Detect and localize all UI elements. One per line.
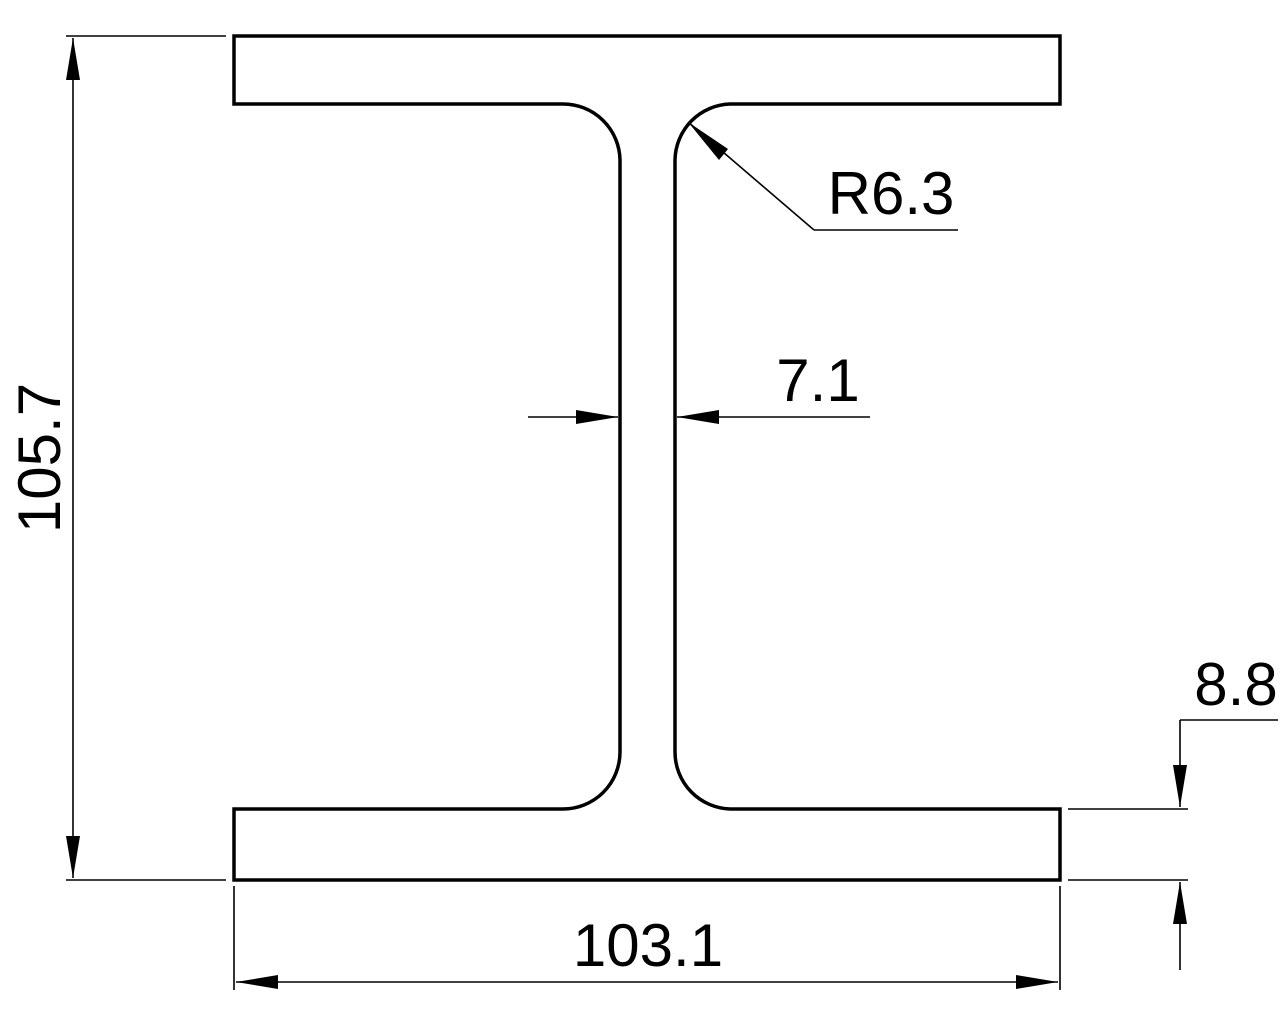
web-arrow-left bbox=[576, 410, 618, 424]
flange-thickness-label: 8.8 bbox=[1194, 651, 1277, 718]
height-arrow-bottom bbox=[66, 836, 80, 878]
height-dimension: 105.7 bbox=[6, 35, 226, 881]
fillet-radius-label: R6.3 bbox=[828, 160, 955, 227]
fillet-radius-dimension: R6.3 bbox=[687, 121, 958, 231]
radius-arrow bbox=[688, 122, 728, 160]
i-beam-profile-outline bbox=[232, 34, 1062, 882]
width-dimension: 103.1 bbox=[233, 886, 1061, 990]
height-arrow-top bbox=[66, 38, 80, 80]
flange-arrow-top bbox=[1173, 765, 1187, 807]
web-thickness-dimension: 7.1 bbox=[528, 347, 870, 424]
width-dimension-label: 103.1 bbox=[573, 912, 723, 979]
flange-arrow-bottom bbox=[1173, 882, 1187, 924]
height-dimension-label: 105.7 bbox=[6, 383, 73, 533]
width-arrow-right bbox=[1016, 975, 1058, 989]
width-arrow-left bbox=[236, 975, 278, 989]
web-arrow-right bbox=[677, 410, 719, 424]
flange-thickness-dimension: 8.8 bbox=[1068, 651, 1278, 970]
web-thickness-label: 7.1 bbox=[776, 347, 859, 414]
